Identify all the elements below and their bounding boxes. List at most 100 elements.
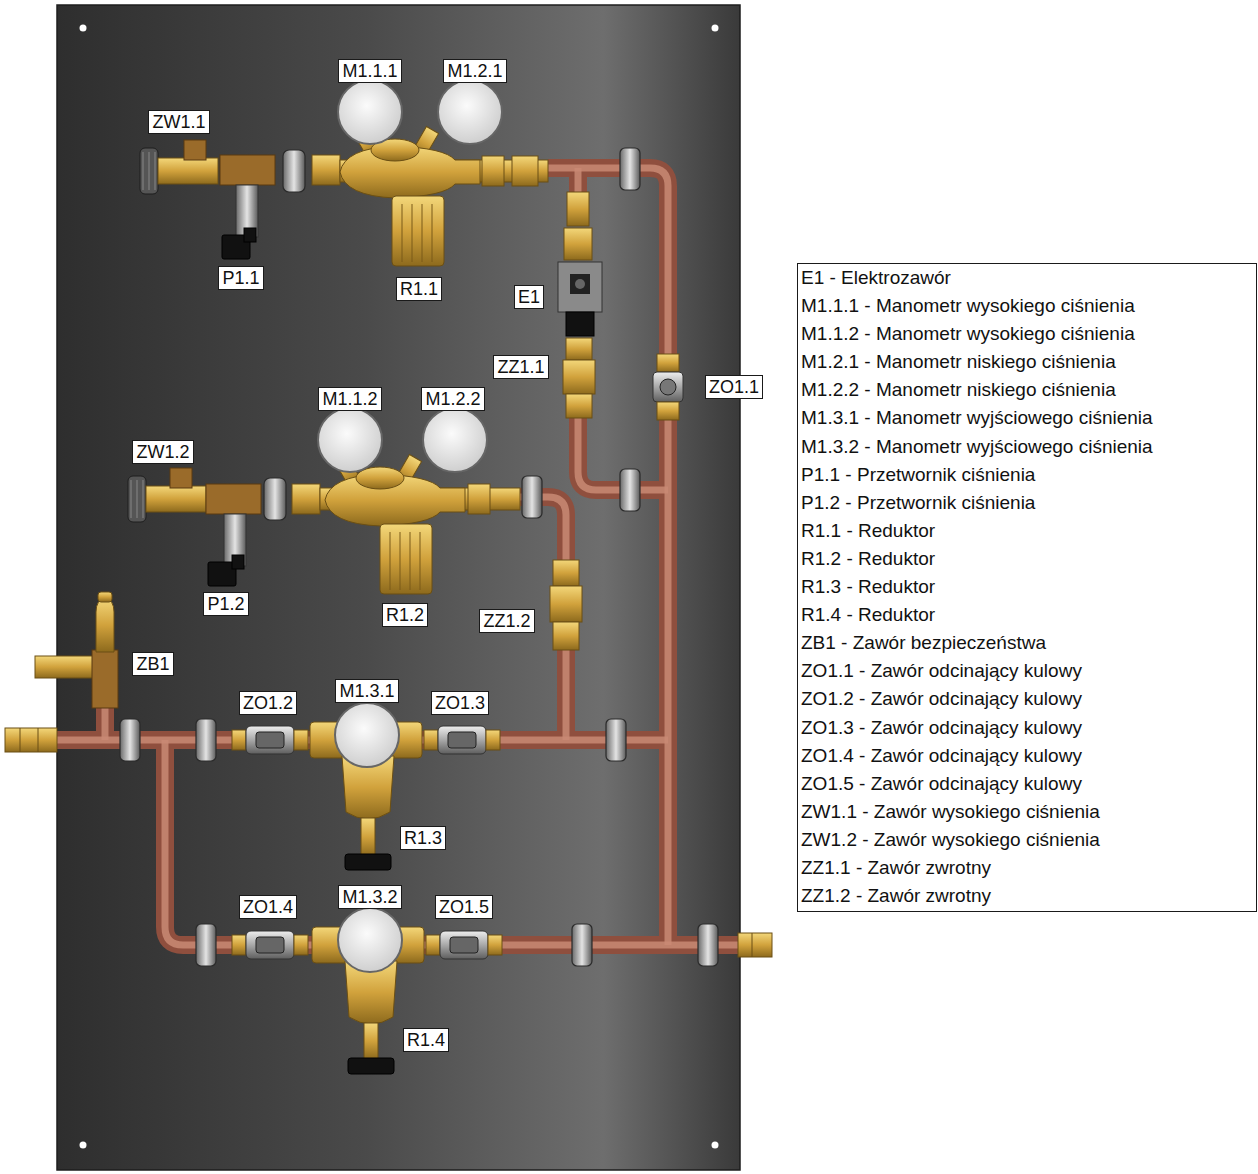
inlet-fitting xyxy=(5,728,57,752)
legend-entry: ZW1.2 - Zawór wysokiego ciśnienia xyxy=(801,826,1256,854)
check-valve xyxy=(566,394,592,418)
callout-box: ZW1.1 xyxy=(148,110,209,134)
legend-text: ZO1.2 - Zawór odcinający kulowy xyxy=(801,688,1082,709)
callout-label: ZO1.2 xyxy=(243,693,293,713)
legend-box: E1 - ElektrozawórM1.1.1 - Manometr wysok… xyxy=(797,263,1257,912)
pressure-regulator xyxy=(438,80,502,144)
legend-text: M1.3.2 - Manometr wyjściowego ciśnienia xyxy=(801,436,1153,457)
high-pressure-valve xyxy=(143,480,144,518)
inlet-fitting xyxy=(38,728,39,752)
pressure-regulator xyxy=(338,908,402,972)
ball-valve xyxy=(246,726,294,754)
legend-entry: E1 - Elektrozawór xyxy=(801,264,1256,292)
pressure-transducer xyxy=(220,155,275,185)
solenoid-valve xyxy=(558,262,602,312)
legend-text: M1.3.1 - Manometr wyjściowego ciśnienia xyxy=(801,407,1153,428)
check-valve xyxy=(566,338,592,360)
high-pressure-valve xyxy=(143,152,144,190)
legend-entry: ZO1.1 - Zawór odcinający kulowy xyxy=(801,657,1256,685)
pressure-regulator xyxy=(361,818,375,856)
ball-valve xyxy=(488,935,502,955)
callout-box: M1.2.2 xyxy=(421,387,484,411)
callout-box: M1.1.1 xyxy=(338,59,401,83)
high-pressure-valve xyxy=(140,140,218,194)
high-pressure-valve xyxy=(128,476,146,522)
ball-valve xyxy=(450,937,478,953)
callout-label: ZW1.1 xyxy=(152,112,205,132)
check-valve xyxy=(550,560,582,650)
callout-box: M1.3.2 xyxy=(338,885,401,909)
outlet-fitting xyxy=(738,933,772,957)
legend-text: ZO1.4 - Zawór odcinający kulowy xyxy=(801,745,1082,766)
pressure-regulator xyxy=(512,156,538,186)
legend-text: P1.1 - Przetwornik ciśnienia xyxy=(801,464,1035,485)
legend-text: R1.4 - Reduktor xyxy=(801,604,935,625)
callout-label: ZZ1.2 xyxy=(483,611,530,631)
legend-text: ZW1.2 - Zawór wysokiego ciśnienia xyxy=(801,829,1100,850)
pressure-regulator xyxy=(390,532,391,590)
callout-box: ZW1.2 xyxy=(132,440,193,464)
legend-entry: M1.3.2 - Manometr wyjściowego ciśnienia xyxy=(801,433,1256,461)
callout-box: ZO1.3 xyxy=(431,691,489,715)
callout-box: R1.3 xyxy=(400,826,446,850)
pressure-regulator xyxy=(264,408,542,594)
high-pressure-valve xyxy=(158,158,218,184)
legend-entry: R1.3 - Reduktor xyxy=(801,573,1256,601)
copper-pipes xyxy=(165,740,742,945)
mounting-panel xyxy=(80,25,87,32)
safety-valve xyxy=(35,656,95,678)
legend-entry: R1.4 - Reduktor xyxy=(801,601,1256,629)
high-pressure-valve xyxy=(149,152,150,190)
check-valve xyxy=(553,560,579,586)
callout-label: P1.1 xyxy=(222,268,259,288)
legend-text: M1.1.2 - Manometr wysokiego ciśnienia xyxy=(801,323,1135,344)
outlet-fitting xyxy=(752,933,753,957)
ball-valve xyxy=(426,931,502,959)
ball-valve xyxy=(294,730,308,750)
high-pressure-valve xyxy=(155,152,156,190)
legend-entry: R1.2 - Reduktor xyxy=(801,545,1256,573)
callout-box: P1.2 xyxy=(203,592,248,616)
high-pressure-valve xyxy=(146,486,206,512)
ball-valve xyxy=(486,730,500,750)
pressure-regulator xyxy=(283,80,548,266)
legend-entry: M1.2.1 - Manometr niskiego ciśnienia xyxy=(801,348,1256,376)
legend-entry: ZB1 - Zawór bezpieczeństwa xyxy=(801,629,1256,657)
callout-box: M1.1.2 xyxy=(318,387,381,411)
pipe-clamps xyxy=(120,719,140,761)
callout-label: ZW1.2 xyxy=(136,442,189,462)
pressure-transducer xyxy=(206,484,261,586)
safety-valve xyxy=(96,598,114,652)
legend-entry: M1.1.1 - Manometr wysokiego ciśnienia xyxy=(801,292,1256,320)
ball-valve xyxy=(448,732,476,748)
ball-valve xyxy=(246,931,294,959)
callout-box: M1.3.1 xyxy=(335,679,398,703)
pressure-regulator xyxy=(400,532,401,590)
ball-valve xyxy=(424,730,438,750)
pressure-regulator xyxy=(335,703,399,767)
legend-text: P1.2 - Przetwornik ciśnienia xyxy=(801,492,1035,513)
pressure-regulator xyxy=(392,196,444,266)
mounting-panel xyxy=(57,5,740,1170)
callout-box: ZB1 xyxy=(132,652,173,676)
high-pressure-valve xyxy=(184,140,206,160)
callout-label: ZZ1.1 xyxy=(497,357,544,377)
pipe-clamps xyxy=(606,719,626,761)
pressure-transducer xyxy=(244,228,256,242)
callout-label: R1.4 xyxy=(407,1030,445,1050)
ball-valve xyxy=(426,935,440,955)
callout-label: ZO1.3 xyxy=(435,693,485,713)
solenoid-valve xyxy=(558,192,602,336)
solenoid-valve xyxy=(566,312,594,336)
legend-text: ZZ1.1 - Zawór zwrotny xyxy=(801,857,991,878)
mounting-panel xyxy=(712,1142,719,1149)
pipe-clamps xyxy=(196,924,216,966)
pipe-clamps xyxy=(120,148,718,966)
callout-label: M1.2.1 xyxy=(447,61,502,81)
legend-entry: ZZ1.1 - Zawór zwrotny xyxy=(801,854,1256,882)
ball-valve xyxy=(440,931,488,959)
pressure-regulator xyxy=(482,156,504,186)
pressure-regulator xyxy=(312,155,340,185)
safety-valve xyxy=(92,650,118,708)
legend-text: ZO1.1 - Zawór odcinający kulowy xyxy=(801,660,1082,681)
